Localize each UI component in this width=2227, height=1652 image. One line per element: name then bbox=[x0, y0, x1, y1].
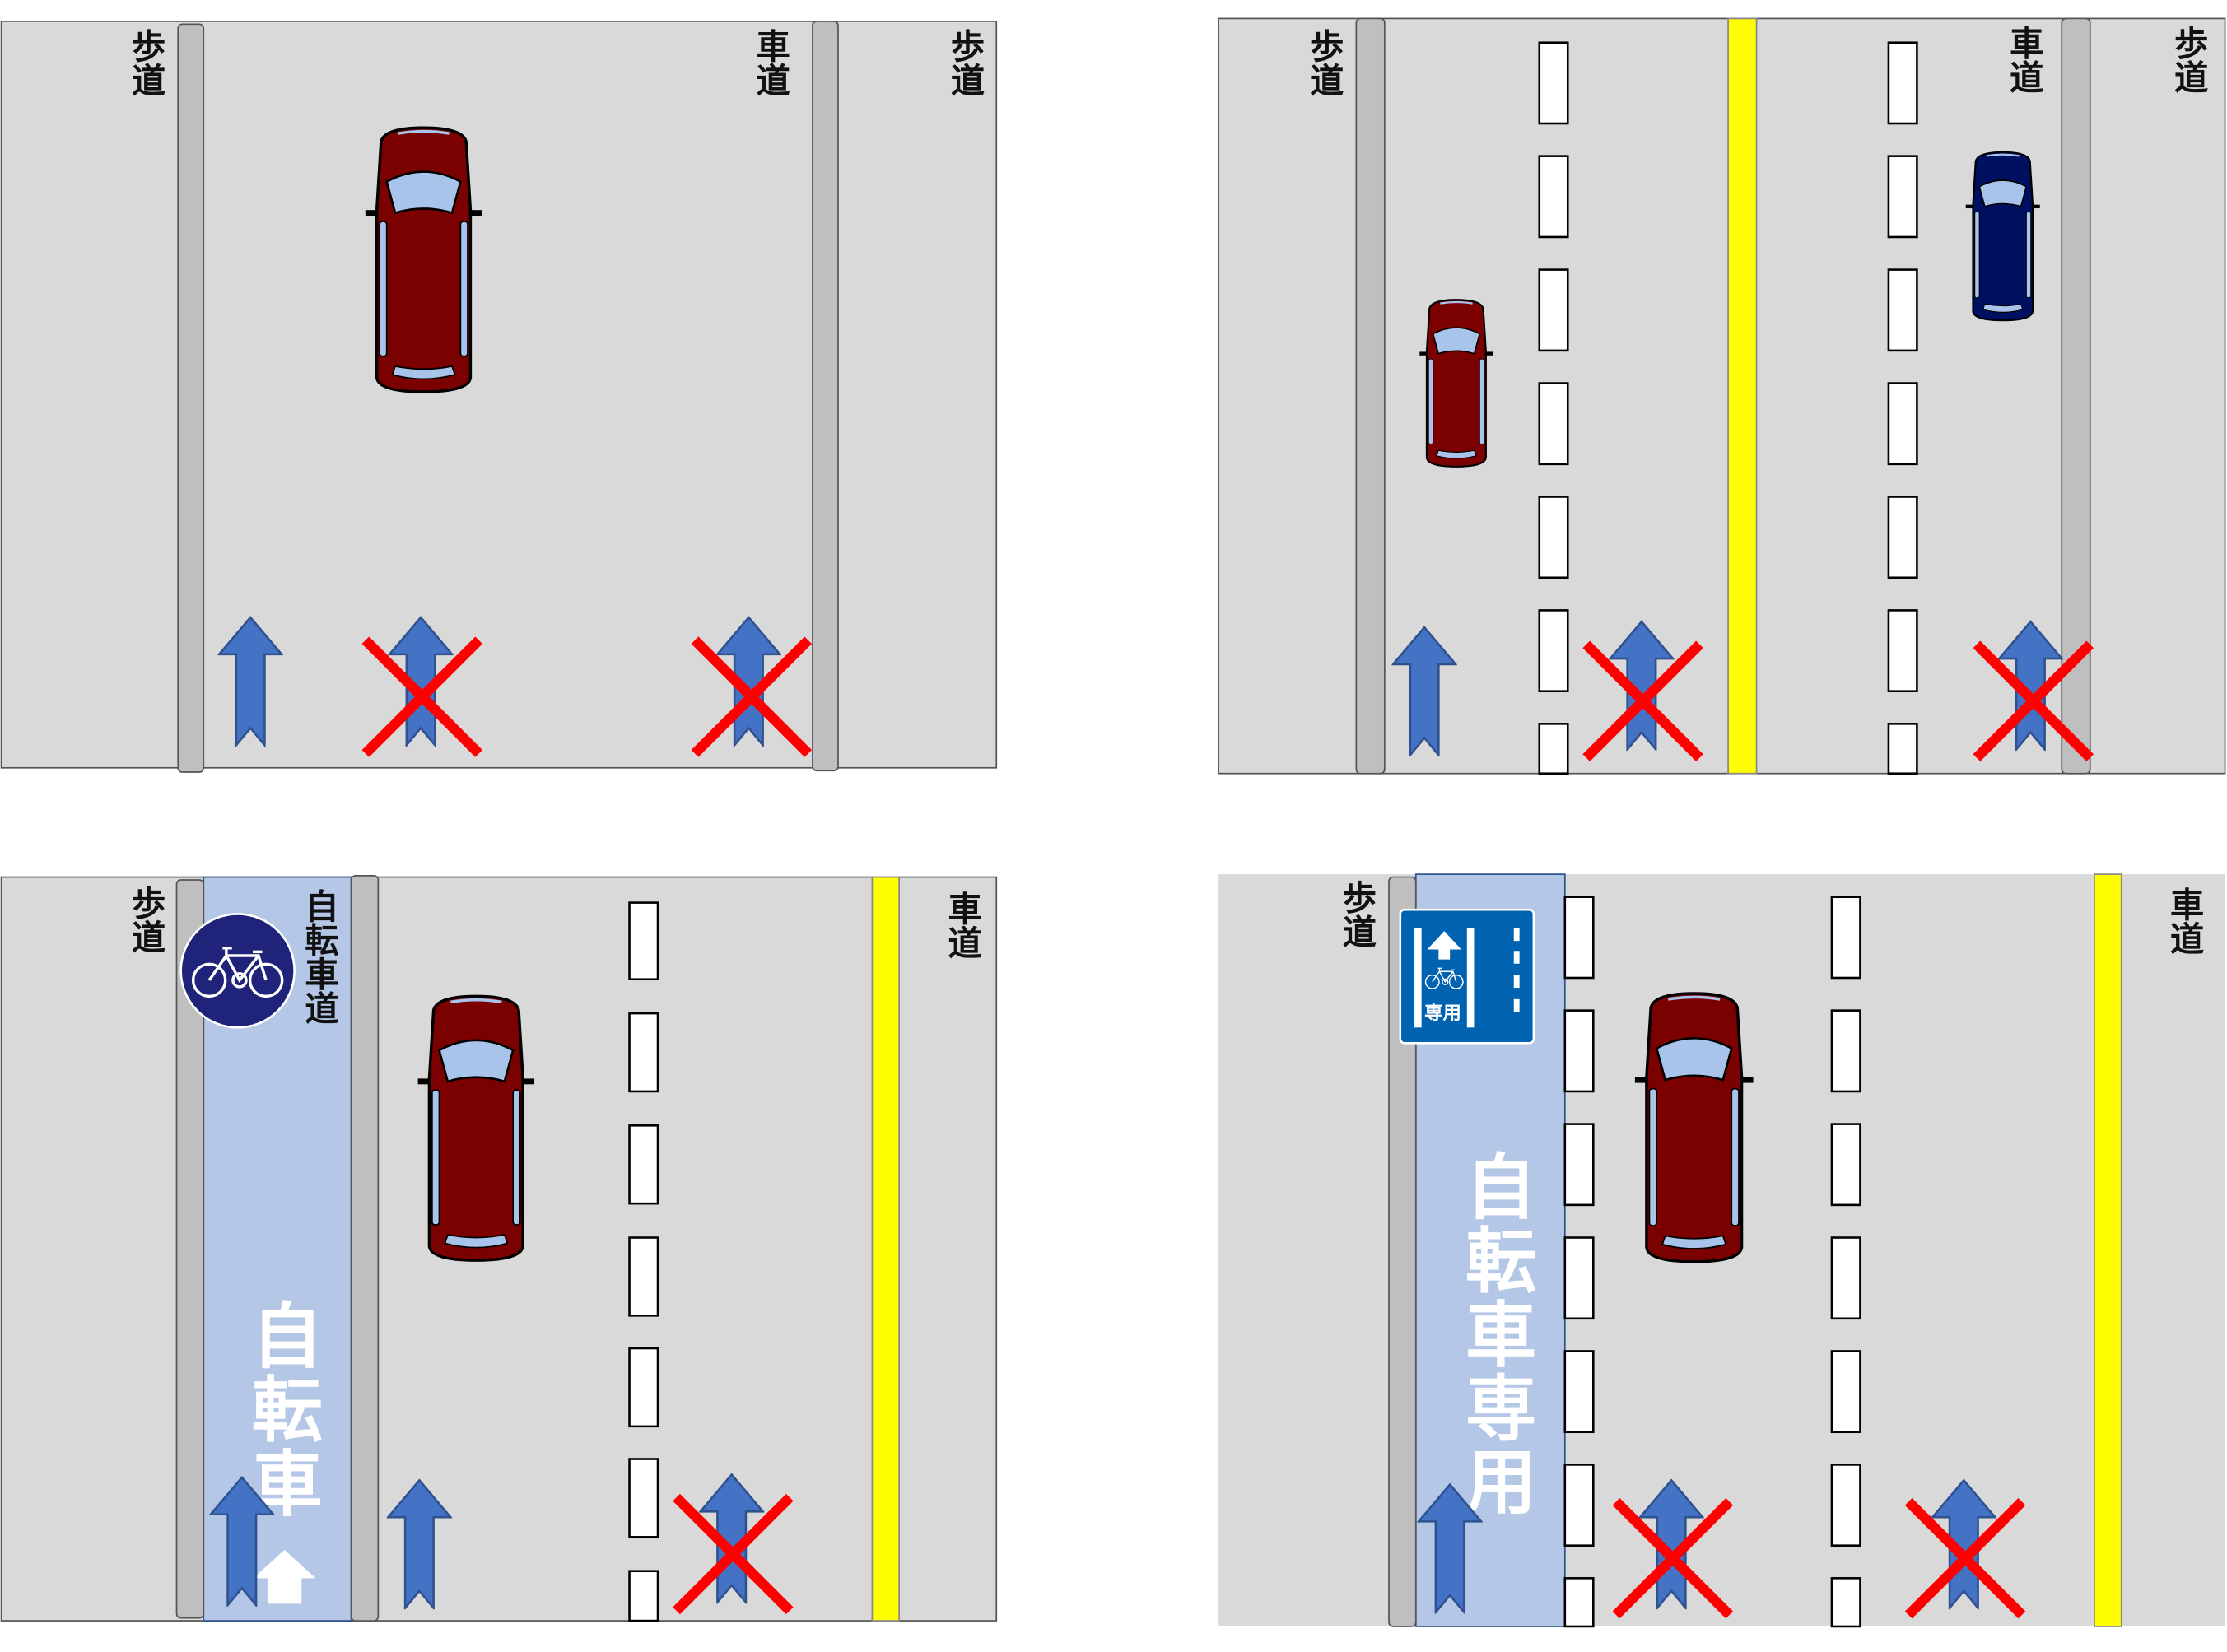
panel-3-bicycle-track: 歩道 自転車道 車道 自転車 bbox=[0, 874, 998, 1622]
panel-4-bicycle-lane: 歩道 車道 専用 自転車専用 bbox=[1218, 873, 2225, 1628]
sidewalk-label: 歩道 bbox=[126, 886, 166, 954]
roadway-label: 車道 bbox=[750, 28, 790, 96]
curb bbox=[1355, 17, 1386, 775]
lane-arrow-marking bbox=[253, 1549, 316, 1604]
arrow-up-icon bbox=[1427, 931, 1461, 960]
sidewalk-label: 歩道 bbox=[2169, 26, 2209, 94]
curb bbox=[175, 879, 205, 1619]
bike-lane-road-marking: 自転車専用 bbox=[1453, 1150, 1536, 1519]
curb bbox=[812, 21, 839, 772]
center-line bbox=[1727, 17, 1758, 775]
roadway-label: 車道 bbox=[2004, 26, 2044, 94]
car-icon bbox=[364, 126, 484, 393]
lane-dashes bbox=[1563, 896, 1861, 1628]
road-surface bbox=[1218, 17, 2226, 775]
sidewalk-label: 歩道 bbox=[1336, 880, 1377, 948]
sidewalk-label: 歩道 bbox=[126, 28, 166, 96]
lane-dashes bbox=[628, 901, 659, 1622]
curb bbox=[177, 23, 205, 773]
roadway-label: 車道 bbox=[2164, 887, 2205, 956]
car-icon bbox=[1419, 299, 1494, 468]
car-icon bbox=[416, 994, 536, 1262]
lane-dashes bbox=[1538, 41, 1918, 775]
center-line bbox=[871, 876, 901, 1622]
car-icon bbox=[1964, 151, 2041, 322]
sidewalk-label: 歩道 bbox=[1304, 28, 1344, 96]
curb bbox=[350, 874, 380, 1622]
panel-1-no-bike-lane: 歩道 車道 歩道 bbox=[0, 21, 998, 773]
curb bbox=[1388, 876, 1417, 1627]
sidewalk-label: 歩道 bbox=[944, 28, 985, 96]
panel-2-two-lane-road: 歩道 車道 歩道 bbox=[1218, 17, 2226, 775]
roadway-label: 車道 bbox=[942, 891, 982, 960]
bicycle-track-label: 自転車道 bbox=[299, 888, 339, 1025]
bicycle-only-sign bbox=[179, 913, 296, 1029]
road-surface bbox=[0, 21, 998, 769]
car-icon bbox=[1633, 992, 1755, 1263]
curb bbox=[2061, 17, 2091, 775]
bike-lane-road-marking: 自転車 bbox=[239, 1299, 321, 1520]
center-line bbox=[2094, 873, 2122, 1627]
sign-text: 専用 bbox=[1424, 1003, 1461, 1024]
bicycle-lane-sign: 専用 bbox=[1399, 908, 1535, 1045]
